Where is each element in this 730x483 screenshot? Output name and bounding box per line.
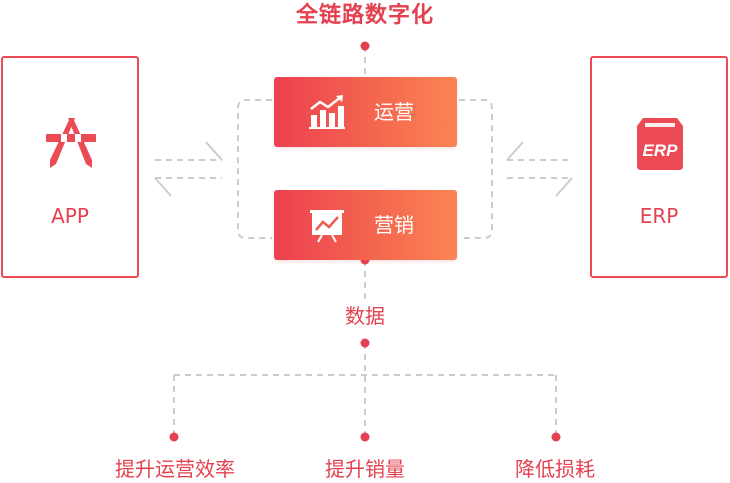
right-bracket [459,99,493,239]
app-box: APP [1,56,139,278]
app-label: APP [51,204,89,228]
outcome-dot-1 [169,432,179,442]
erp-badge-icon: ERP [637,118,683,170]
outcome-dot-3 [551,432,561,442]
left-arrow-top-head [205,141,223,161]
outcome-loss-reduction: 降低损耗 [515,457,595,481]
app-store-icon [46,118,96,168]
title-dot [360,41,370,51]
diagram-title: 全链路数字化 [295,3,434,28]
operations-label: 运营 [374,100,414,124]
data-dot [360,338,370,348]
outcome-efficiency: 提升运营效率 [115,457,235,481]
right-arrow-bottom-head [555,177,573,197]
outcome-dot-2 [360,432,370,442]
right-arrow-top-head [506,141,524,161]
operations-card: 运营 [274,77,457,147]
erp-badge-text: ERP [643,141,679,160]
presentation-board-icon [310,210,344,243]
left-bracket [237,99,272,239]
growth-chart-icon [309,95,345,129]
data-label: 数据 [345,304,385,328]
marketing-label: 营销 [374,213,414,237]
left-arrow-bottom-head [154,177,172,197]
erp-label: ERP [639,204,679,228]
marketing-card: 营销 [274,190,457,260]
erp-box: ERP ERP [590,56,728,278]
outcome-sales: 提升销量 [325,457,405,481]
